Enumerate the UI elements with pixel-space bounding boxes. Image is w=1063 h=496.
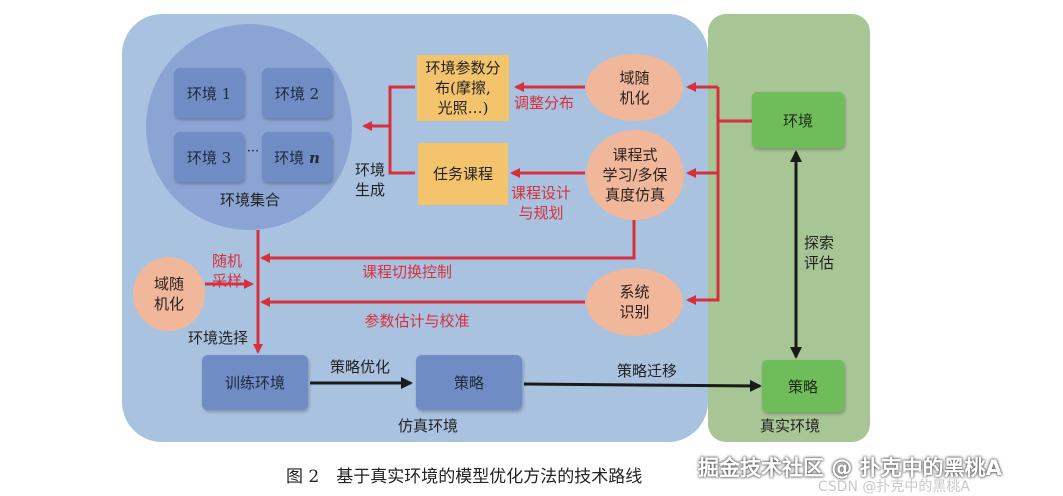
policy-real-text: 策略	[787, 377, 818, 396]
domain-rand-top-text: 域随 机化	[619, 68, 650, 107]
curriculum-ellipse: 课程式 学习/多保 真度仿真	[586, 130, 684, 220]
random-sample-label: 随机 采样	[211, 252, 242, 290]
real-env-label: 真实环境	[759, 417, 820, 435]
sim-env-label: 仿真环境	[397, 417, 458, 435]
env-n-box: 环境 n	[262, 132, 332, 182]
course-design-label: 课程设计 与规划	[510, 184, 571, 222]
watermark-main: 掘金技术社区 @ 扑克中的黑桃A	[698, 456, 1002, 480]
env-3-box: 环境 3	[174, 132, 244, 182]
policy-transfer-label: 策略迁移	[616, 362, 677, 380]
env-params-box: 环境参数分 布(摩擦, 光照…)	[417, 55, 509, 121]
arrow-env-gen-bracket	[388, 85, 415, 175]
domain-rand-left-ellipse: 域随 机化	[133, 257, 205, 331]
env-1-label: 环境 1	[186, 84, 232, 103]
task-course-box: 任务课程	[418, 143, 508, 205]
env-set-label: 环境集合	[219, 191, 280, 209]
policy-real-box: 策略	[762, 360, 844, 412]
env-n-var: n	[308, 148, 320, 167]
param-est-label: 参数估计与校准	[364, 312, 470, 330]
explore-eval-label: 探索 评估	[803, 234, 834, 272]
env-n-label: 环境 n	[274, 147, 320, 168]
policy-sim-text: 策略	[453, 374, 484, 392]
domain-rand-top-ellipse: 域随 机化	[586, 54, 683, 121]
env-2-label: 环境 2	[274, 84, 320, 103]
domain-rand-left-text: 域随 机化	[153, 275, 184, 313]
env-1-box: 环境 1	[174, 68, 244, 118]
task-course-text: 任务课程	[432, 165, 493, 183]
env-ellipsis: ···	[246, 144, 260, 159]
sys-id-ellipse: 系统 识别	[586, 268, 683, 336]
env-real-box: 环境	[752, 92, 844, 148]
arrow-policy-transfer	[523, 379, 762, 392]
env-params-text: 环境参数分 布(摩擦, 光照…)	[425, 59, 501, 117]
watermark-sub: CSDN @扑克中的黑桃A	[818, 479, 970, 495]
train-env-box: 训练环境	[202, 355, 308, 410]
sys-id-text: 系统 识别	[619, 283, 650, 321]
train-env-text: 训练环境	[224, 374, 285, 392]
course-switch-label: 课程切换控制	[361, 263, 452, 281]
env-real-text: 环境	[782, 111, 813, 130]
red-arrows	[205, 82, 752, 354]
env-n-prefix: 环境	[274, 148, 309, 167]
env-select-label: 环境选择	[187, 329, 248, 347]
arrow-to-sys-id	[686, 173, 720, 305]
env-3-label: 环境 3	[186, 148, 232, 167]
arrow-course-switch	[260, 218, 636, 263]
env-2-box: 环境 2	[262, 68, 332, 118]
curriculum-text: 课程式 学习/多保 真度仿真	[602, 146, 668, 204]
policy-sim-box: 策略	[416, 355, 522, 410]
black-arrows	[310, 150, 802, 392]
figure-caption: 图 2 基于真实环境的模型优化方法的技术路线	[286, 467, 643, 487]
adjust-dist-label: 调整分布	[513, 94, 574, 112]
env-gen-label: 环境 生成	[354, 161, 385, 199]
policy-opt-label: 策略优化	[329, 358, 390, 376]
